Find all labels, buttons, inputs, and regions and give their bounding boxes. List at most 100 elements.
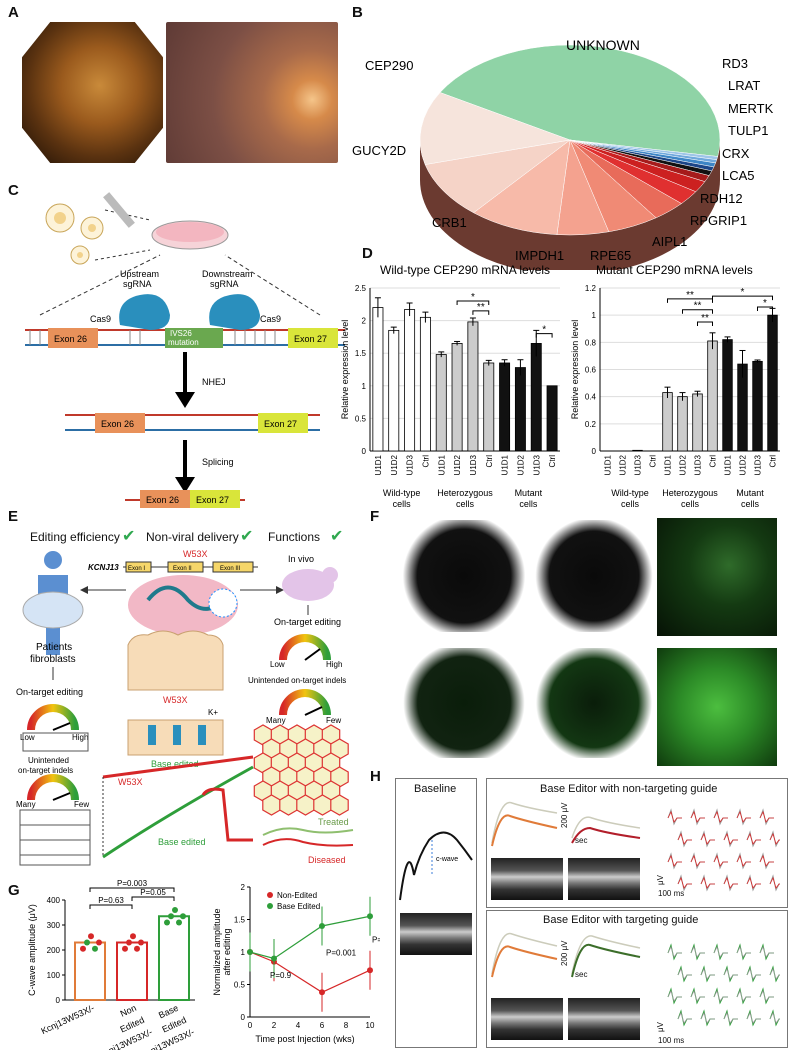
pie-label-unknown: UNKNOWN xyxy=(566,37,640,53)
y-tick-label: 200 xyxy=(47,946,61,955)
pie-label-crb1: CRB1 xyxy=(432,215,467,230)
legend-label: Non-Edited xyxy=(277,891,317,900)
baseline-oct xyxy=(400,913,472,955)
erg-trace xyxy=(759,989,774,1002)
erg-trace xyxy=(723,832,738,845)
data-point xyxy=(80,945,86,952)
x-tick-label: 2 xyxy=(272,1021,277,1030)
erg-trace xyxy=(759,852,774,870)
group-label: cells xyxy=(456,499,475,508)
bar xyxy=(499,362,511,452)
check-icon: ✔ xyxy=(122,528,136,545)
y-tick-label: 0.6 xyxy=(585,366,597,375)
nontargeting-trace-2 xyxy=(571,816,641,844)
erg-trace xyxy=(677,1011,692,1024)
erg-trace xyxy=(690,810,705,823)
erg-trace xyxy=(759,943,774,961)
y-tick-label: 0 xyxy=(592,447,597,456)
cas9-left-label: Cas9 xyxy=(90,314,111,324)
hex-cell xyxy=(279,794,298,816)
significance-mark: ** xyxy=(694,301,702,312)
x-tick-label: Ctrl xyxy=(421,455,430,468)
y-tick-label: 300 xyxy=(47,921,61,930)
fundus-photo-left xyxy=(22,22,163,163)
bar xyxy=(404,309,416,452)
splicing-label: Splicing xyxy=(202,457,234,467)
many-label-right: Many xyxy=(266,716,286,725)
y-tick-label: 1 xyxy=(241,948,246,957)
pvalue-label: P=0.05 xyxy=(140,888,166,897)
x-tick-label: Ctrl xyxy=(485,455,494,468)
erg-trace xyxy=(700,1009,715,1027)
erg-trace xyxy=(736,945,751,958)
hex-cell xyxy=(262,794,281,816)
group-label: cells xyxy=(621,499,640,508)
erg-trace xyxy=(746,832,761,845)
y-tick-label: 1 xyxy=(592,311,597,320)
erg-trace xyxy=(713,943,728,961)
bar xyxy=(514,367,526,452)
exon2-label: Exon II xyxy=(173,566,192,572)
nontargeting-trace-1 xyxy=(491,801,558,847)
significance-bracket xyxy=(535,333,553,338)
significance-mark: * xyxy=(542,325,546,336)
erg-trace xyxy=(677,1009,692,1027)
erg-trace xyxy=(736,989,751,1002)
y-axis-label-line2: after editing xyxy=(222,928,232,975)
on-target-left-label: On-target editing xyxy=(16,687,83,697)
targeting-trace-2 xyxy=(571,935,641,978)
micrograph-2 xyxy=(657,648,777,766)
data-point xyxy=(367,967,373,974)
legend-marker xyxy=(267,903,273,909)
y-tick-label: 400 xyxy=(47,896,61,905)
pie-slice-crb1 xyxy=(473,139,571,235)
diseased-label: Diseased xyxy=(308,855,346,865)
significance-bracket xyxy=(697,321,713,326)
x-tick-label: U1D1 xyxy=(374,454,383,475)
pvalue-bracket xyxy=(89,887,175,892)
many-label-left: Many xyxy=(16,800,36,809)
data-point xyxy=(88,933,94,940)
y-tick-label: 2 xyxy=(362,317,367,326)
y-tick-label: 0.4 xyxy=(585,393,597,402)
x-tick-label: U1D3 xyxy=(754,454,763,475)
patients-label: Patients xyxy=(36,642,72,653)
group-label: cells xyxy=(393,499,412,508)
nontargeting-oct-2 xyxy=(568,858,640,900)
erg-trace xyxy=(700,876,715,889)
erg-trace xyxy=(769,832,780,845)
chart-title: Mutant CEP290 mRNA levels xyxy=(596,263,753,277)
y-axis-label: Relative expression level xyxy=(570,320,580,420)
y-tick-label: 0.5 xyxy=(355,414,367,423)
erg-trace xyxy=(690,987,705,1005)
y-tick-label: 0.2 xyxy=(585,420,597,429)
chart-mutant-cep290: Mutant CEP290 mRNA levels00.20.40.60.811… xyxy=(570,263,780,508)
panel-label-d: D xyxy=(362,245,373,262)
k-plus-label: K+ xyxy=(208,708,218,717)
erg-trace xyxy=(667,945,682,958)
erg-trace xyxy=(713,945,728,958)
erg-trace xyxy=(713,810,728,823)
pvalue-label: P=0.003 xyxy=(117,879,148,888)
nontargeting-title: Base Editor with non-targeting guide xyxy=(540,783,718,795)
erg-trace xyxy=(713,854,728,867)
bar xyxy=(662,392,673,452)
erg-trace xyxy=(746,1011,761,1024)
pie-label-crx: CRX xyxy=(722,146,750,161)
pie-chart: UNKNOWN RD3 LRAT MERTK TULP1 CRX LCA5 RD… xyxy=(352,37,774,270)
erg-trace xyxy=(759,854,774,867)
data-point xyxy=(122,945,128,952)
data-point xyxy=(319,989,325,996)
exon1-label: Exon I xyxy=(128,566,145,572)
erg-trace xyxy=(746,967,761,980)
erg-trace xyxy=(736,943,751,961)
data-point xyxy=(130,933,136,940)
pie-label-lrat: LRAT xyxy=(728,78,760,93)
gene-name-label: KCNJ13 xyxy=(88,563,119,572)
erg-trace xyxy=(769,830,780,848)
group-label: Heterozygous xyxy=(662,488,718,498)
x-tick-label: Non xyxy=(119,1003,138,1019)
erg-trace xyxy=(723,830,738,848)
